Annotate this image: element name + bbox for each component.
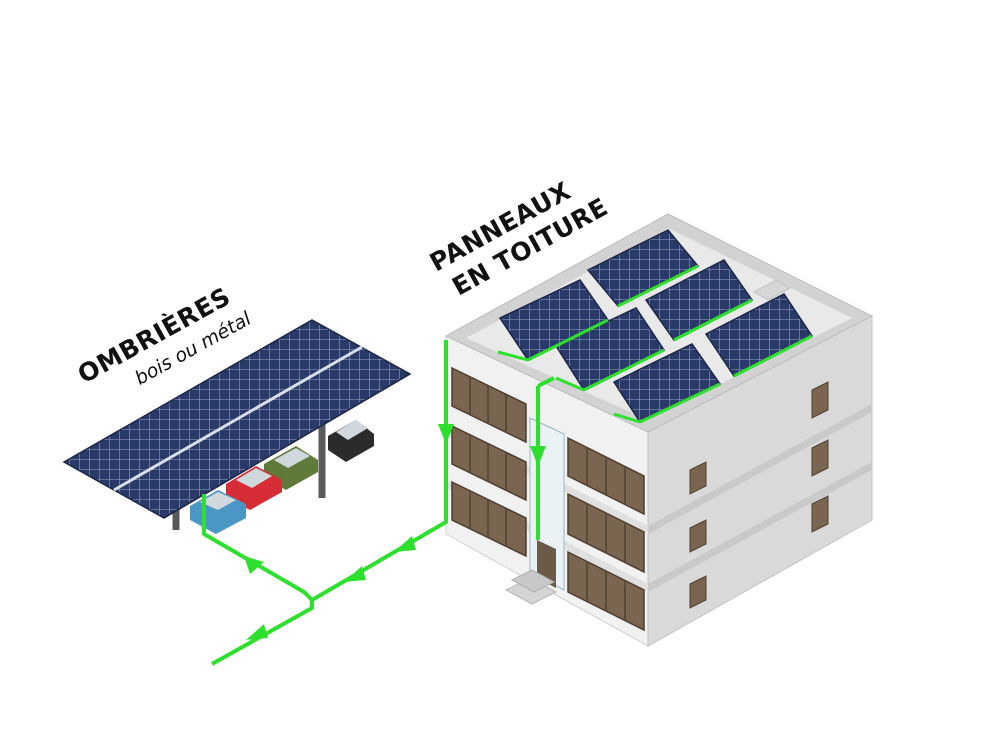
building-windows-right [689,381,829,609]
building [444,213,874,647]
flow-arrow [438,424,454,444]
flow-arrow [246,624,268,640]
car-red [226,466,282,510]
flow-line-main [211,600,314,666]
building-windows-left [451,366,645,632]
flow-arrow [244,556,264,574]
flow-arrow [530,446,546,466]
flow-arrow [344,566,366,582]
flow-arrow [394,536,416,552]
carport [62,319,412,534]
flow-line-roof-to-center [537,376,555,388]
car-black [328,420,374,462]
roof-solar-panels [497,229,814,424]
entrance-steps [504,569,558,605]
flow-arrows [244,424,546,640]
